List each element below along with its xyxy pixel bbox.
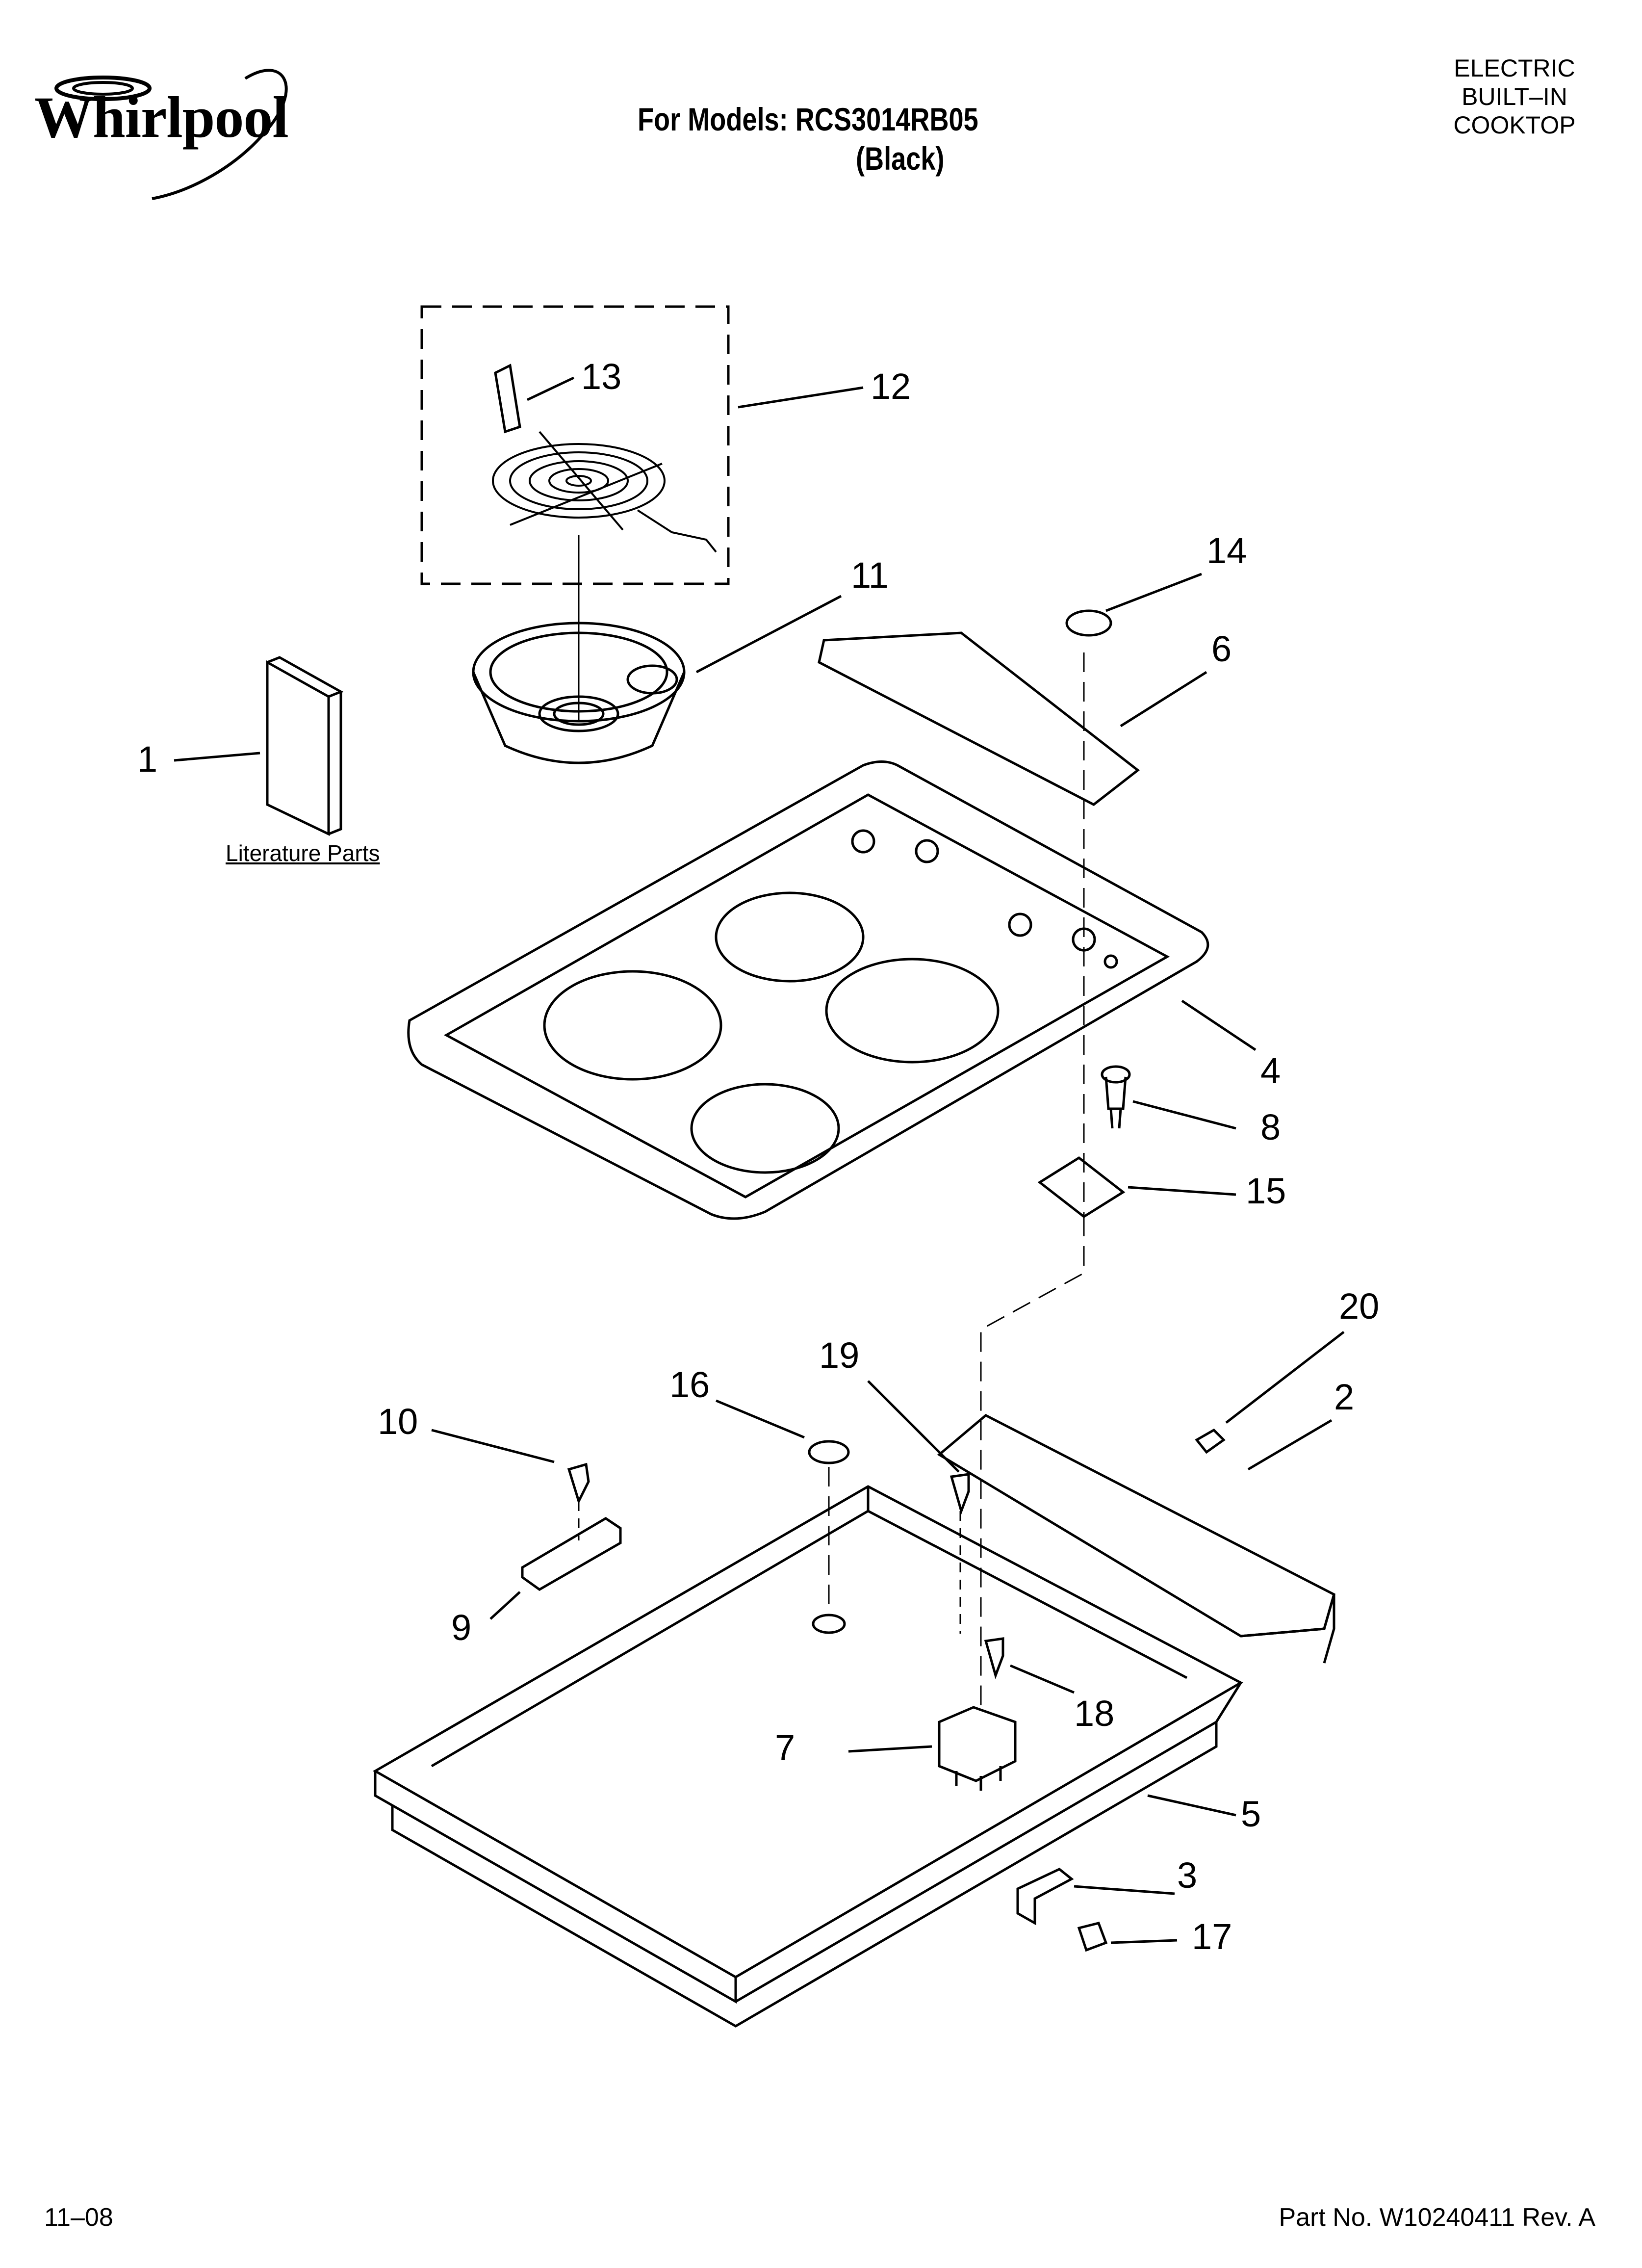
leader-lines bbox=[174, 376, 1345, 1944]
callout-4: 4 bbox=[1260, 1050, 1281, 1091]
callout-16: 16 bbox=[669, 1364, 710, 1405]
hole-plug bbox=[808, 1440, 850, 1464]
element-group-box bbox=[420, 305, 730, 585]
infinite-switch bbox=[938, 1706, 1017, 1791]
callout-12: 12 bbox=[871, 366, 911, 407]
model-title: For Models: RCS3014RB05 bbox=[638, 101, 978, 137]
literature-parts-label: Literature Parts bbox=[226, 840, 380, 866]
mounting-clip bbox=[1016, 1868, 1074, 1926]
mounting-bracket-9 bbox=[521, 1517, 622, 1591]
callout-7: 7 bbox=[775, 1727, 795, 1768]
screw-10 bbox=[567, 1462, 590, 1505]
callout-17: 17 bbox=[1192, 1916, 1232, 1957]
screw-19 bbox=[949, 1473, 970, 1515]
bottom-pan bbox=[372, 1485, 1244, 2028]
callout-8: 8 bbox=[1260, 1107, 1281, 1147]
indicator-light bbox=[1101, 1065, 1131, 1129]
category-line-3: COOKTOP bbox=[1453, 111, 1576, 139]
category-line-2: BUILT–IN bbox=[1462, 83, 1567, 110]
insulator-pad bbox=[1037, 1156, 1126, 1219]
callout-18: 18 bbox=[1074, 1693, 1115, 1734]
screw-17 bbox=[1077, 1922, 1108, 1952]
callout-14: 14 bbox=[1206, 530, 1247, 571]
control-bracket bbox=[937, 1414, 1335, 1664]
callout-19: 19 bbox=[819, 1335, 860, 1376]
callout-10: 10 bbox=[378, 1401, 418, 1442]
callout-2: 2 bbox=[1334, 1377, 1355, 1417]
callout-1: 1 bbox=[137, 739, 158, 780]
callout-13: 13 bbox=[581, 356, 622, 397]
cooktop-glass bbox=[407, 760, 1209, 1220]
callout-5: 5 bbox=[1241, 1794, 1261, 1834]
part-number: Part No. W10240411 Rev. A bbox=[1279, 2203, 1595, 2232]
callout-11: 11 bbox=[851, 555, 889, 596]
surface-element bbox=[492, 431, 717, 553]
model-color: (Black) bbox=[856, 140, 945, 177]
callout-20: 20 bbox=[1339, 1286, 1380, 1327]
callout-3: 3 bbox=[1177, 1855, 1198, 1896]
element-clip bbox=[494, 364, 521, 434]
callout-15: 15 bbox=[1246, 1171, 1286, 1211]
category-line-1: ELECTRIC bbox=[1454, 54, 1575, 82]
callout-9: 9 bbox=[451, 1607, 472, 1648]
product-category: ELECTRIC BUILT–IN COOKTOP bbox=[1436, 54, 1593, 139]
bracket-screw bbox=[1195, 1428, 1226, 1454]
date-code: 11–08 bbox=[44, 2203, 113, 2232]
control-knob bbox=[1065, 609, 1112, 637]
screw-18 bbox=[984, 1637, 1004, 1679]
control-overlay bbox=[818, 631, 1140, 806]
whirlpool-logo-swirl bbox=[54, 69, 288, 200]
callout-6: 6 bbox=[1211, 628, 1232, 669]
literature-booklet bbox=[266, 656, 344, 836]
